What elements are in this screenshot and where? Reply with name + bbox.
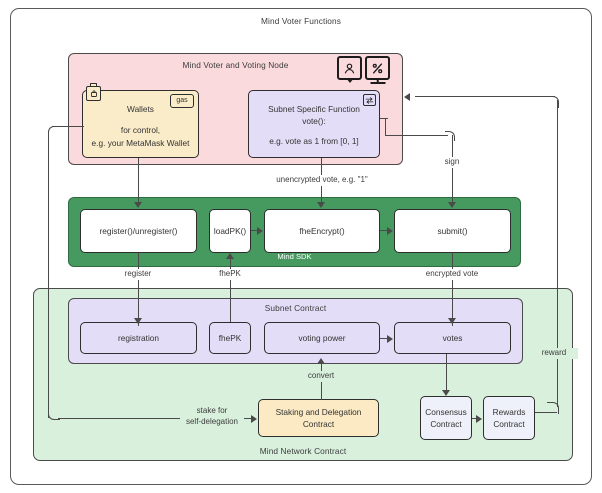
node-submit[interactable]: submit() xyxy=(394,209,511,253)
node-subnet-specific-function[interactable]: Subnet Specific Function vote(): e.g. vo… xyxy=(248,90,380,158)
node-label: registration xyxy=(117,332,160,343)
user-speech-bubble-icon xyxy=(337,56,362,83)
subnet-contract-title: Subnet Contract xyxy=(264,303,327,313)
edge-label-sign: sign xyxy=(432,157,472,168)
connector-wallets-left-out xyxy=(52,126,84,128)
node-consensus-contract[interactable]: Consensus Contract xyxy=(420,396,472,440)
node-wallets[interactable]: Wallets for control, e.g. your MetaMask … xyxy=(82,83,199,158)
voter-node-header-icons xyxy=(337,56,596,84)
subnet-function-line-3: e.g. vote as 1 from [0, 1] xyxy=(269,136,359,146)
connector-staking-to-voting-power xyxy=(321,364,323,400)
connector-consensus-to-rewards xyxy=(472,418,477,420)
node-label-line-1: Consensus xyxy=(425,406,467,417)
edge-label-stake-for-self-delegation: stake for self-delegation xyxy=(180,406,244,428)
connector-corner xyxy=(547,96,559,108)
connector-arrowhead xyxy=(134,202,142,208)
connector-stake-arrow-line xyxy=(240,418,252,420)
connector-voting-power-to-votes xyxy=(380,338,388,340)
node-votes[interactable]: votes xyxy=(394,322,511,354)
connector-arrowhead xyxy=(387,335,393,343)
gas-badge: gas xyxy=(170,94,194,108)
edge-label-reward: reward xyxy=(530,348,578,359)
connector-arrowhead xyxy=(251,415,257,423)
node-loadpk[interactable]: loadPK() xyxy=(209,209,251,253)
node-fheencrypt[interactable]: fheEncrypt() xyxy=(264,209,380,253)
node-register-unregister[interactable]: register()/unregister() xyxy=(80,209,197,253)
node-registration[interactable]: registration xyxy=(80,322,197,354)
connector-wallets-to-register xyxy=(138,158,140,203)
connector-register-to-registration xyxy=(138,253,140,326)
connector-corner xyxy=(445,131,455,141)
edge-label-encrypted-vote: encrypted vote xyxy=(412,269,492,280)
node-label: voting power xyxy=(298,332,346,343)
node-label: fheEncrypt() xyxy=(299,225,345,236)
connector-arrowhead xyxy=(387,227,393,235)
subnet-function-line-1: Subnet Specific Function xyxy=(268,103,360,114)
connector-corner xyxy=(48,126,58,136)
connector-wallets-left-down xyxy=(48,131,50,418)
node-rewards-contract[interactable]: Rewards Contract xyxy=(483,396,535,440)
percent-monitor-icon xyxy=(365,56,390,84)
node-label: votes xyxy=(442,332,463,343)
connector-arrowhead xyxy=(317,358,325,364)
wallets-title: Wallets xyxy=(127,104,154,115)
edge-label-register: register xyxy=(112,269,164,280)
connector-sign-from-subnet xyxy=(385,118,387,136)
connector-arrowhead xyxy=(257,227,263,235)
connector-submit-to-votes xyxy=(452,253,454,326)
connector-arrowhead xyxy=(476,415,482,423)
node-label: loadPK() xyxy=(213,225,247,236)
node-voting-power[interactable]: voting power xyxy=(264,322,380,354)
edge-label-convert: convert xyxy=(297,371,345,382)
connector-arrowhead xyxy=(226,253,234,259)
wallets-line-1: for control, xyxy=(120,125,161,136)
connector-wallets-to-staking xyxy=(58,418,188,420)
node-label: Staking and Delegation Contract xyxy=(275,406,362,429)
connector-corner xyxy=(48,408,60,420)
lock-icon xyxy=(86,86,101,101)
node-label: submit() xyxy=(437,225,468,236)
connector-corner xyxy=(547,402,559,414)
wallets-line-2: e.g. your MetaMask Wallet xyxy=(91,137,190,148)
connector-votes-to-consensus xyxy=(446,354,448,392)
connector-arrowhead xyxy=(448,318,456,324)
connector-arrowhead xyxy=(317,202,325,208)
mind-network-contract-caption: Mind Network Contract xyxy=(259,446,347,456)
connector-reward-vertical xyxy=(557,100,559,407)
node-label-line-1: Rewards xyxy=(492,406,526,417)
mind-sdk-caption: Mind SDK xyxy=(277,252,312,261)
node-label: fhePK xyxy=(218,332,242,343)
connector-rewards-out xyxy=(535,412,557,414)
connector-sign-horizontal xyxy=(385,135,448,137)
edge-label-unencrypted-vote: unencrypted vote, e.g. "1" xyxy=(248,175,396,186)
connector-fheencrypt-to-submit xyxy=(380,230,388,232)
edge-label-line-2: self-delegation xyxy=(185,416,239,426)
edge-label-line-1: stake for xyxy=(196,406,228,415)
node-staking-and-delegation-contract[interactable]: Staking and Delegation Contract xyxy=(258,399,379,437)
connector-subnet-out xyxy=(380,118,388,120)
outer-title: Mind Voter Functions xyxy=(261,16,341,26)
edge-label-fhepk: fhePK xyxy=(206,269,254,280)
connector-arrowhead xyxy=(448,202,456,208)
connector-arrowhead xyxy=(442,390,450,396)
node-label-line-2: Contract xyxy=(430,419,462,429)
swap-arrows-icon xyxy=(363,94,376,106)
node-label-line-2: Contract xyxy=(493,419,525,429)
connector-arrowhead xyxy=(404,93,410,101)
connector-sign-vertical xyxy=(452,135,454,203)
voter-node-title: Mind Voter and Voting Node xyxy=(182,60,289,70)
connector-arrowhead xyxy=(134,318,142,324)
lock-icon-shackle xyxy=(90,83,97,87)
connector-loadpk-to-fheencrypt xyxy=(251,230,258,232)
subnet-function-line-2: vote(): xyxy=(302,115,326,126)
connector-fhepk-to-loadpk xyxy=(230,258,232,322)
connector-reward-to-voter-node xyxy=(415,96,555,98)
node-label: register()/unregister() xyxy=(99,225,178,236)
node-fhepk[interactable]: fhePK xyxy=(209,322,251,354)
